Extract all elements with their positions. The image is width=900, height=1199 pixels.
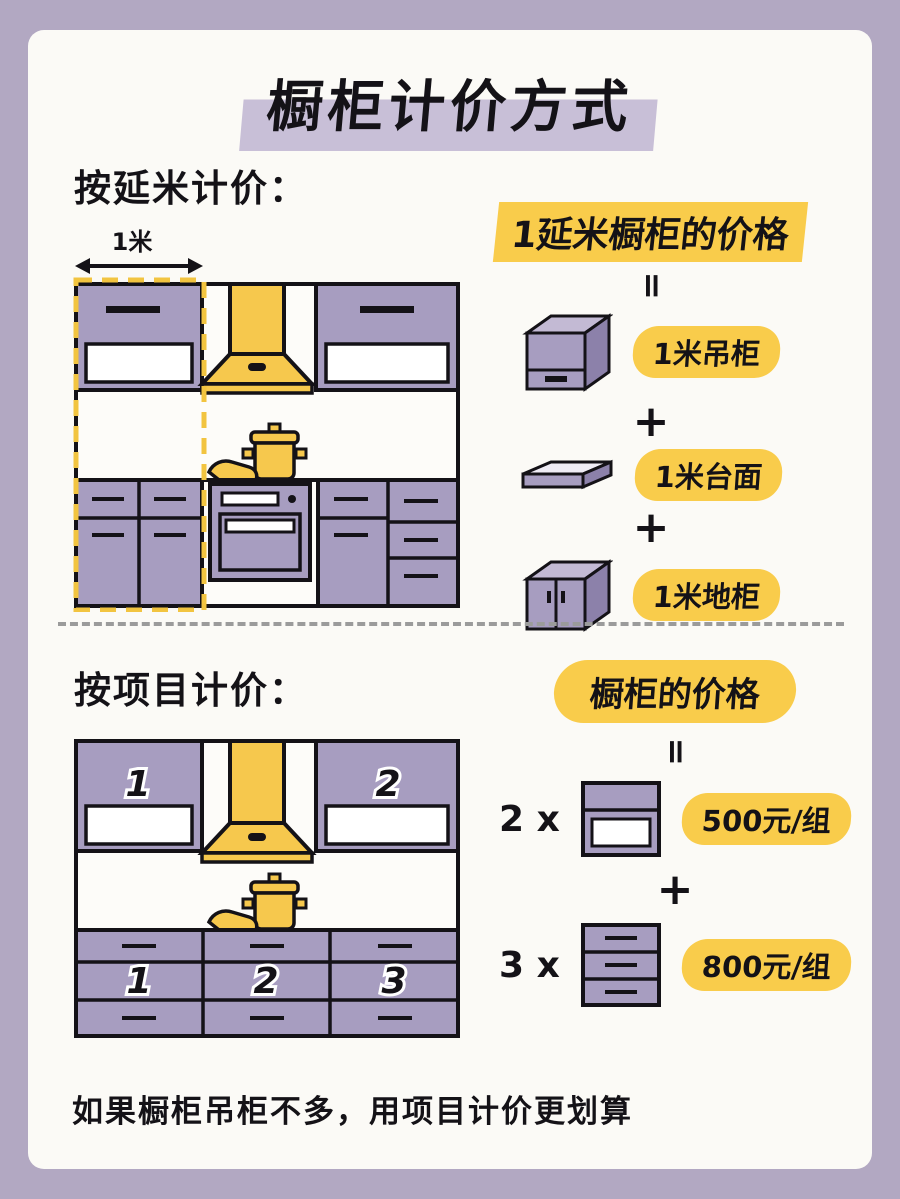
formula-row-wall-cabinets: 2 x 500元/组 xyxy=(499,780,853,858)
formula-row-drawer-cabinets: 3 x 800元/组 xyxy=(499,922,853,1008)
pot-icon xyxy=(241,422,308,481)
equals-sign: = xyxy=(631,271,672,300)
footer-note: 如果橱柜吊柜不多，用项目计价更划算 xyxy=(72,1094,633,1130)
wall-cabinet-pill: 1米吊柜 xyxy=(631,326,783,379)
wall-cabinet-price-pill: 500元/组 xyxy=(680,793,853,846)
svg-text:1: 1 xyxy=(125,764,150,805)
svg-text:2: 2 xyxy=(253,961,278,1002)
page-title: 橱柜计价方式 xyxy=(239,62,661,151)
formula-row-wall-cabinet: 1米吊柜 xyxy=(521,309,783,395)
plus-sign: + xyxy=(632,502,670,554)
base-drawer-cabinets: 1 2 3 xyxy=(74,928,460,1038)
countertop-pill: 1米台面 xyxy=(633,449,785,502)
base-cabinet-pill: 1米地柜 xyxy=(631,569,783,622)
kitchen-illustration-linear-meter: 1米 xyxy=(73,228,460,612)
svg-text:1: 1 xyxy=(126,961,151,1002)
meter-annotation: 1米 xyxy=(75,228,203,274)
wall-cabinet-2: 2 xyxy=(314,739,460,853)
drawer-cabinet-front-icon xyxy=(580,923,661,1008)
by-item-formula: 橱柜的价格 = 2 x 500元/组 + 3 x 800元/组 xyxy=(490,660,860,1008)
one-meter-dashed-outline xyxy=(73,277,207,612)
formula-row-countertop: 1米台面 xyxy=(519,449,785,502)
wall-cabinet-front-icon xyxy=(580,781,661,858)
pot-icon xyxy=(241,872,308,931)
base-cabinet-right xyxy=(316,478,460,608)
wall-cabinet-multiplier: 2 x xyxy=(499,798,560,840)
linear-meter-price-label: 1延米橱柜的价格 xyxy=(493,202,809,262)
wall-cabinet-3d-icon xyxy=(522,313,614,393)
header: 橱柜计价方式 xyxy=(0,62,900,151)
svg-text:3: 3 xyxy=(381,961,406,1002)
oven-icon xyxy=(208,482,312,582)
base-cabinet-3d-icon xyxy=(522,559,614,633)
plus-sign: + xyxy=(656,864,694,916)
wall-cabinet-left xyxy=(74,282,204,392)
equals-sign: = xyxy=(655,737,696,766)
wall-cabinet-right xyxy=(314,282,460,392)
linear-meter-formula: 1延米橱柜的价格 = 1米吊柜 + 1米台面 + xyxy=(462,202,840,635)
base-cabinet-left xyxy=(74,478,204,608)
svg-text:1米: 1米 xyxy=(112,228,153,256)
kitchen-illustration-by-item: 1 2 xyxy=(74,739,460,1038)
dashed-divider xyxy=(58,622,844,626)
formula-row-base-cabinet: 1米地柜 xyxy=(521,555,783,635)
drawer-cabinet-multiplier: 3 x xyxy=(499,944,560,986)
range-hood-icon xyxy=(197,739,317,864)
wall-cabinet-1: 1 xyxy=(74,739,204,853)
svg-text:2: 2 xyxy=(375,764,400,805)
cabinet-price-label: 橱柜的价格 xyxy=(551,660,799,723)
section2-heading: 按项目计价： xyxy=(74,669,308,712)
countertop-3d-icon xyxy=(521,460,613,490)
section1-heading: 按延米计价： xyxy=(74,167,308,210)
plus-sign: + xyxy=(632,396,670,448)
drawer-cabinet-price-pill: 800元/组 xyxy=(680,939,853,992)
